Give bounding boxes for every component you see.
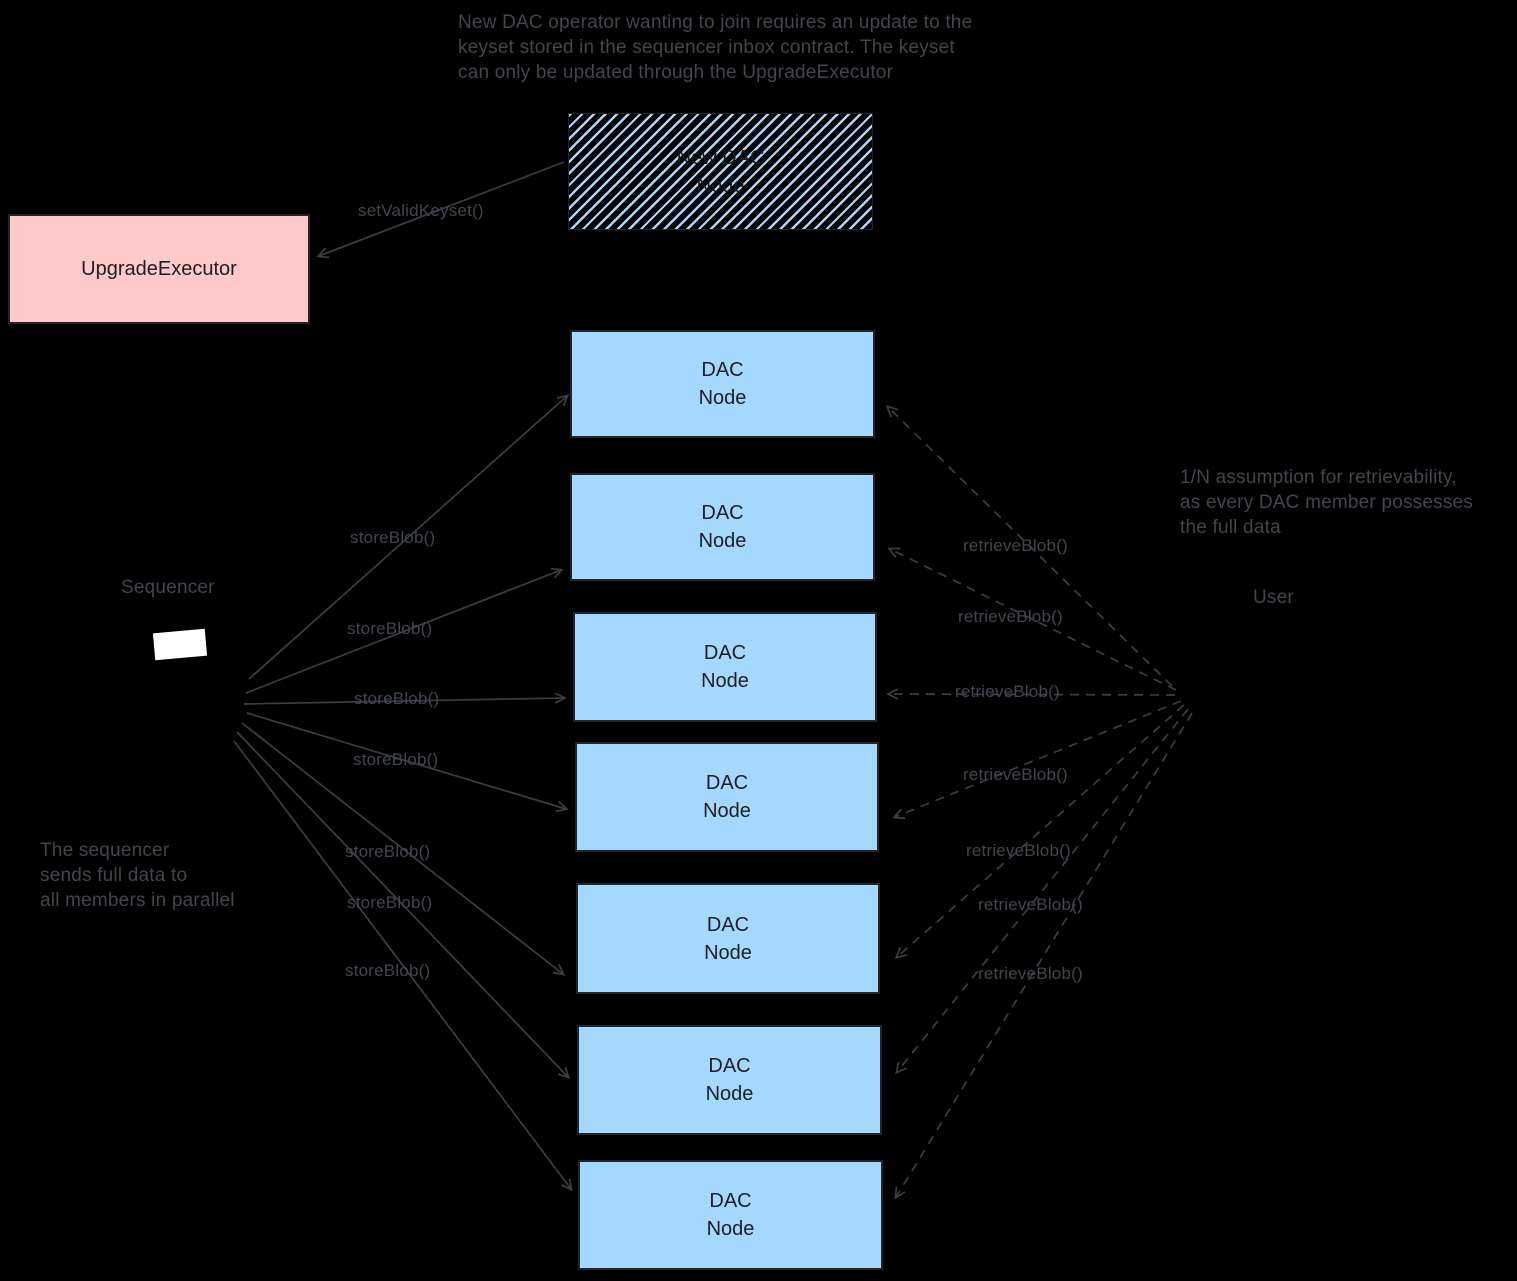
upgrade-executor-label: UpgradeExecutor <box>81 258 237 280</box>
dac-node-box-2: DAC Node <box>570 473 875 581</box>
dac-node-box-3: DAC Node <box>573 612 877 722</box>
dac-node-box-6: DAC Node <box>577 1025 882 1135</box>
retrieve-blob-label-5: retrieveBlob() <box>966 841 1071 860</box>
dac-node-label: DAC Node <box>701 642 749 692</box>
sequencer-annotation: The sequencer sends full data to all mem… <box>40 840 235 911</box>
dac-node-label: DAC Node <box>705 1055 754 1105</box>
store-blob-label-4: storeBlob() <box>353 750 439 769</box>
dac-node-box-5: DAC Node <box>576 883 880 994</box>
user-label: User <box>1253 587 1294 608</box>
store-blob-label-5: storeBlob() <box>345 842 431 861</box>
user-annotation: 1/N assumption for retrievability, as ev… <box>1180 467 1474 538</box>
dac-node-box-4: DAC Node <box>575 742 879 852</box>
new-dac-node-box: New DAC Node <box>568 113 873 230</box>
store-blob-label-2: storeBlob() <box>347 619 433 638</box>
retrieve-blob-arrow-5 <box>894 704 1185 959</box>
dac-node-box-7: DAC Node <box>578 1160 883 1270</box>
set-valid-keyset-label: setValidKeyset() <box>358 201 484 220</box>
retrieve-blob-label-2: retrieveBlob() <box>958 607 1063 626</box>
retrieve-blob-label-1: retrieveBlob() <box>963 536 1068 555</box>
retrieve-blob-label-6: retrieveBlob() <box>978 895 1083 914</box>
upgrade-executor-box: UpgradeExecutor <box>8 214 310 324</box>
retrieve-blob-label-4: retrieveBlob() <box>963 765 1068 784</box>
dac-node-box-1: DAC Node <box>570 330 875 438</box>
store-blob-label-7: storeBlob() <box>345 961 431 980</box>
store-blob-label-1: storeBlob() <box>350 528 436 547</box>
store-blob-label-3: storeBlob() <box>354 689 440 708</box>
retrieve-blob-arrow-4 <box>892 700 1182 820</box>
dac-node-label: DAC Node <box>698 359 747 409</box>
dac-node-label: DAC Node <box>703 772 751 822</box>
new-dac-node-label: New DAC Node <box>676 146 765 197</box>
sequencer-icon <box>152 628 208 661</box>
dac-node-label: DAC Node <box>706 1190 755 1240</box>
store-blob-label-6: storeBlob() <box>347 893 433 912</box>
top-annotation: New DAC operator wanting to join require… <box>458 12 973 83</box>
sequencer-label: Sequencer <box>121 577 215 598</box>
dac-node-label: DAC Node <box>704 913 752 964</box>
retrieve-blob-label-3: retrieveBlob() <box>955 682 1060 701</box>
dac-node-label: DAC Node <box>698 502 747 552</box>
retrieve-blob-label-7: retrieveBlob() <box>978 964 1083 983</box>
